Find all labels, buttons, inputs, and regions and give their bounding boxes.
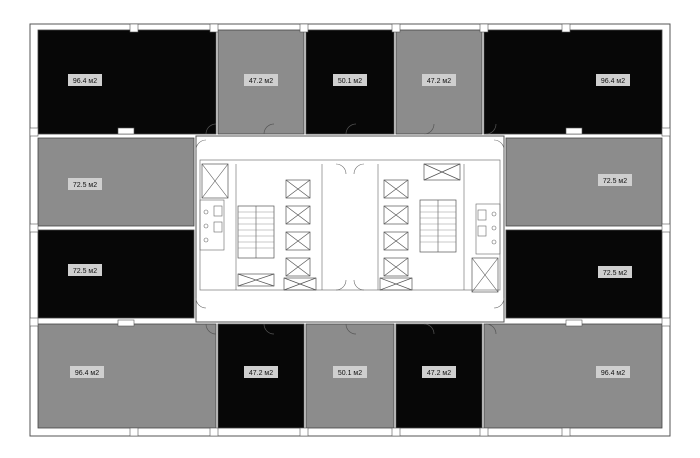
- area-label: 47.2 м2: [249, 78, 273, 85]
- unit-fill: [37, 229, 195, 319]
- unit-fill: [483, 323, 663, 429]
- area-label-bg: [422, 366, 456, 378]
- facade-details: [29, 23, 671, 437]
- unit-u-left-1[interactable]: 72.5 м2: [37, 137, 195, 227]
- area-label: 96.4 м2: [601, 78, 625, 85]
- shaft-left: [201, 163, 229, 199]
- central-core: [195, 135, 505, 323]
- unit-u-right-2[interactable]: 72.5 м2: [505, 229, 663, 319]
- area-label-bg: [68, 74, 102, 86]
- unit-u-right-1[interactable]: 72.5 м2: [505, 137, 663, 227]
- core-doors: [195, 139, 505, 309]
- unit-fill: [505, 229, 663, 319]
- area-label-bg: [333, 74, 367, 86]
- unit-u-top-4[interactable]: 47.2 м2: [395, 29, 483, 135]
- area-label-bg: [596, 74, 630, 86]
- elevators-left: [237, 179, 317, 291]
- corridor-walls: [235, 164, 465, 290]
- unit-u-top-2[interactable]: 47.2 м2: [217, 29, 305, 135]
- area-label: 72.5 м2: [603, 178, 627, 185]
- unit-fill: [505, 137, 663, 227]
- area-label-bg: [70, 366, 104, 378]
- area-label-bg: [68, 178, 102, 190]
- area-label-bg: [333, 366, 367, 378]
- unit-u-bot-5[interactable]: 96.4 м2: [483, 323, 663, 429]
- area-label: 96.4 м2: [75, 370, 99, 377]
- unit-u-top-5[interactable]: 96.4 м2: [483, 29, 663, 135]
- unit-u-bot-1[interactable]: 96.4 м2: [37, 323, 217, 429]
- restroom-right: [475, 203, 501, 255]
- area-label: 96.4 м2: [601, 370, 625, 377]
- area-label: 50.1 м2: [338, 370, 362, 377]
- area-label: 96.4 м2: [73, 78, 97, 85]
- unit-fill: [217, 29, 305, 135]
- area-label: 50.1 м2: [338, 78, 362, 85]
- area-label: 47.2 м2: [249, 370, 273, 377]
- unit-fill: [37, 323, 217, 429]
- area-label-bg: [244, 366, 278, 378]
- unit-u-bot-4[interactable]: 47.2 м2: [395, 323, 483, 429]
- elevators-right: [379, 163, 461, 291]
- area-label: 47.2 м2: [427, 370, 451, 377]
- stair-right: [419, 199, 457, 253]
- unit-u-top-1[interactable]: 96.4 м2: [37, 29, 217, 135]
- unit-doors: [205, 123, 497, 335]
- unit-fill: [483, 29, 663, 135]
- unit-u-left-2[interactable]: 72.5 м2: [37, 229, 195, 319]
- unit-u-top-3[interactable]: 50.1 м2: [305, 29, 395, 135]
- area-label-bg: [244, 74, 278, 86]
- area-label: 72.5 м2: [73, 182, 97, 189]
- area-label: 47.2 м2: [427, 78, 451, 85]
- shaft-right: [471, 257, 499, 293]
- unit-fill: [37, 137, 195, 227]
- unit-u-bot-3[interactable]: 50.1 м2: [305, 323, 395, 429]
- area-label-bg: [422, 74, 456, 86]
- area-label-bg: [598, 266, 632, 278]
- area-label-bg: [68, 264, 102, 276]
- stair-left: [237, 205, 275, 259]
- area-label: 72.5 м2: [73, 268, 97, 275]
- area-label-bg: [598, 174, 632, 186]
- unit-u-bot-2[interactable]: 47.2 м2: [217, 323, 305, 429]
- area-label: 72.5 м2: [603, 270, 627, 277]
- restroom-left: [199, 199, 225, 251]
- unit-fill: [37, 29, 217, 135]
- area-label-bg: [596, 366, 630, 378]
